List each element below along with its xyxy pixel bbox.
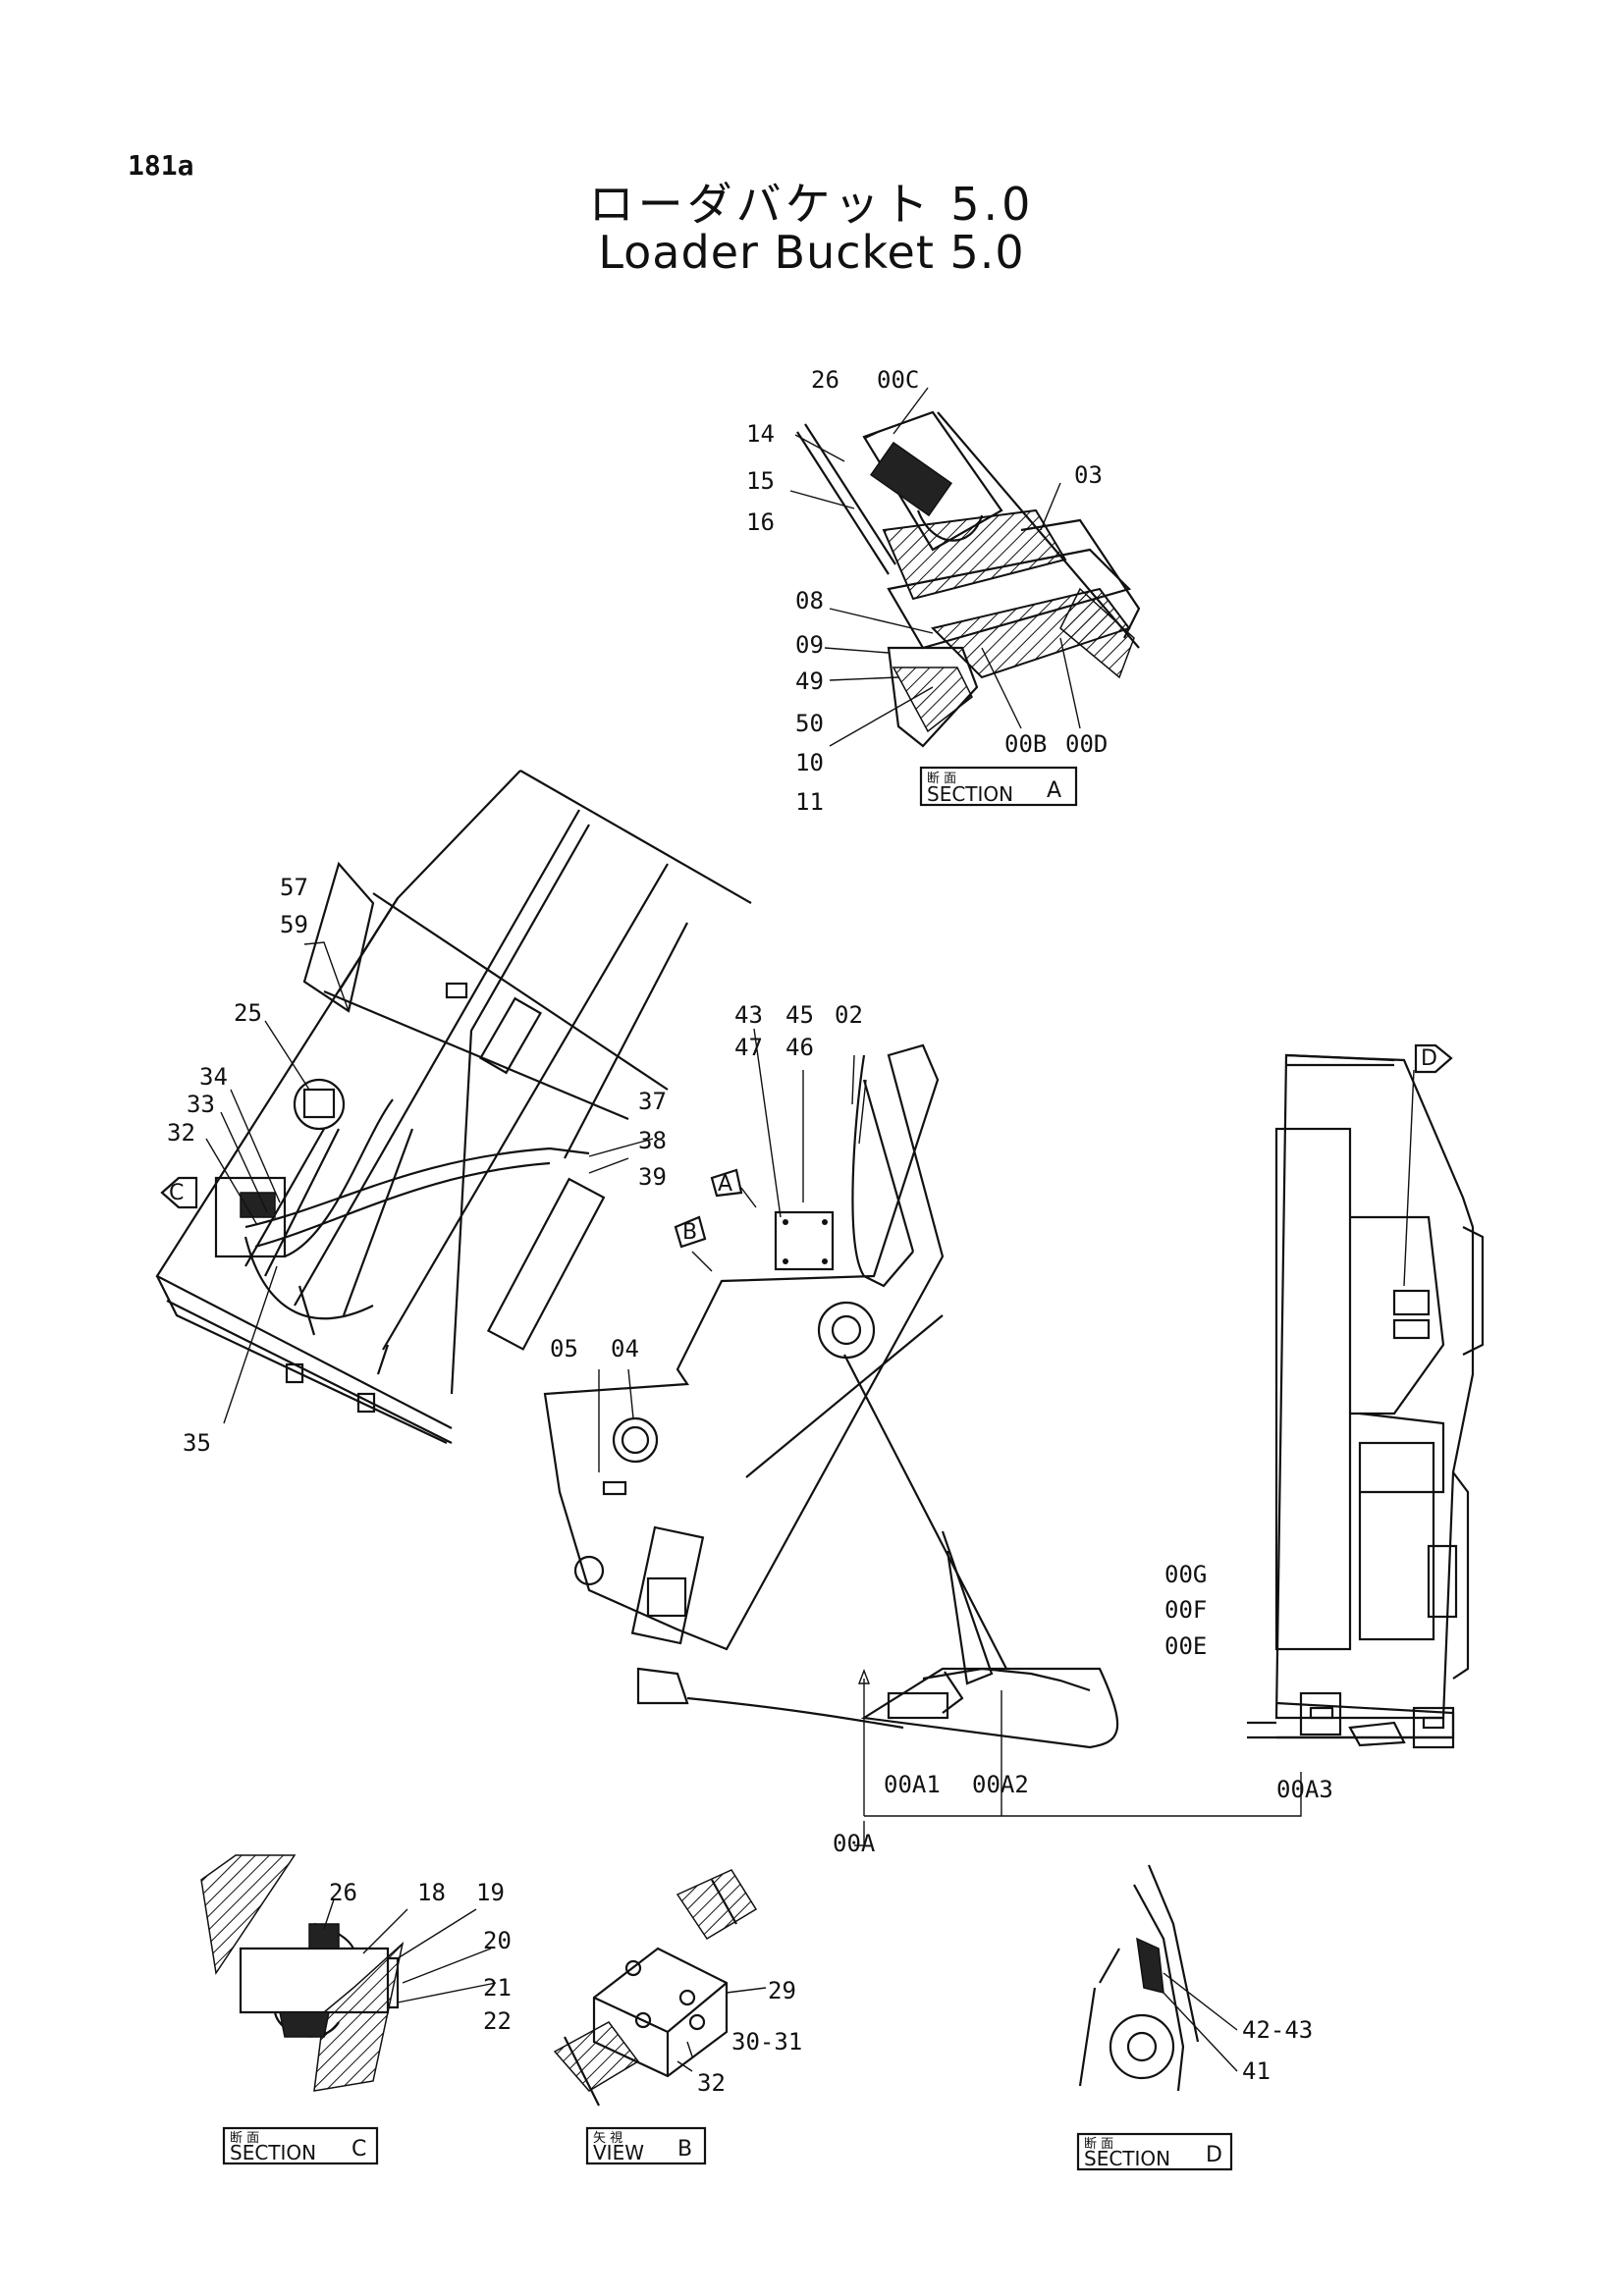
- bucket-body-view: [155, 770, 752, 1444]
- callout-15: 15: [746, 467, 775, 495]
- callout-47: 47: [734, 1034, 763, 1061]
- callout-00d: 00D: [1065, 730, 1108, 758]
- section-a-tag: 断 面 SECTION A: [919, 766, 1078, 807]
- callout-03: 03: [1074, 461, 1103, 489]
- svg-text:断 面: 断 面: [927, 772, 956, 786]
- callout-37: 37: [638, 1088, 667, 1115]
- callout-46: 46: [785, 1034, 814, 1061]
- view-marker-d: D: [1414, 1043, 1453, 1074]
- section-c-tag: 断 面 SECTION C: [222, 2126, 379, 2165]
- callout-43: 43: [734, 1001, 763, 1029]
- callout-10: 10: [795, 749, 824, 776]
- callout-26: 26: [811, 366, 839, 394]
- svg-text:A: A: [1047, 778, 1061, 803]
- callout-45: 45: [785, 1001, 814, 1029]
- callout-14: 14: [746, 420, 775, 448]
- callout-20: 20: [483, 1927, 512, 1954]
- callout-32-view-b: 32: [697, 2069, 726, 2097]
- callout-39: 39: [638, 1163, 667, 1191]
- svg-text:C: C: [352, 2137, 366, 2162]
- callout-21: 21: [483, 1974, 512, 2002]
- callout-42-43: 42-43: [1242, 2016, 1313, 2044]
- svg-text:SECTION: SECTION: [927, 782, 1013, 806]
- title-english: Loader Bucket 5.0: [598, 226, 1025, 279]
- section-c-detail: [200, 1854, 497, 2092]
- callout-16: 16: [746, 508, 775, 536]
- callout-02: 02: [835, 1001, 863, 1029]
- page-number: 181a: [128, 149, 194, 182]
- bucket-side-profile: [543, 1028, 1119, 1749]
- dimension-lines: [854, 1669, 1302, 1846]
- callout-08: 08: [795, 587, 824, 614]
- callout-26-sec-c: 26: [329, 1879, 357, 1906]
- svg-text:SECTION: SECTION: [1084, 2147, 1170, 2170]
- callout-11: 11: [795, 788, 824, 816]
- svg-text:B: B: [682, 1220, 697, 1245]
- section-a-detail: [789, 387, 1141, 748]
- callout-29: 29: [768, 1977, 796, 2004]
- callout-09: 09: [795, 631, 824, 659]
- title-japanese: ローダバケット 5.0: [588, 178, 1035, 231]
- bucket-right-view: [1247, 1053, 1485, 1749]
- callout-00c: 00C: [877, 366, 919, 394]
- callout-35: 35: [183, 1429, 211, 1457]
- callout-04: 04: [611, 1335, 639, 1362]
- callout-05: 05: [550, 1335, 578, 1362]
- view-marker-b: B: [674, 1215, 713, 1272]
- svg-text:D: D: [1206, 2143, 1222, 2167]
- callout-00a3: 00A3: [1276, 1776, 1333, 1803]
- section-d-detail: [1078, 1864, 1238, 2092]
- callout-41: 41: [1242, 2057, 1271, 2085]
- view-b-tag: 矢 視 VIEW B: [585, 2126, 707, 2165]
- svg-text:断 面: 断 面: [1084, 2137, 1113, 2152]
- svg-text:A: A: [718, 1172, 732, 1197]
- callout-00f: 00F: [1164, 1596, 1207, 1624]
- callout-00a1: 00A1: [884, 1771, 941, 1798]
- svg-text:C: C: [169, 1181, 184, 1205]
- callout-22: 22: [483, 2007, 512, 2035]
- svg-text:矢 視: 矢 視: [593, 2131, 622, 2146]
- callout-00b: 00B: [1004, 730, 1047, 758]
- callout-18: 18: [417, 1879, 446, 1906]
- callout-00a2: 00A2: [972, 1771, 1029, 1798]
- svg-text:VIEW: VIEW: [593, 2141, 644, 2164]
- callout-49: 49: [795, 667, 824, 695]
- callout-00a: 00A: [833, 1830, 876, 1857]
- callout-34: 34: [199, 1063, 228, 1091]
- svg-text:断 面: 断 面: [230, 2131, 259, 2146]
- callout-30-31: 30-31: [731, 2028, 802, 2056]
- callout-00e: 00E: [1164, 1632, 1207, 1660]
- section-d-tag: 断 面 SECTION D: [1076, 2132, 1233, 2171]
- svg-text:B: B: [677, 2137, 692, 2162]
- view-marker-a: A: [710, 1168, 757, 1208]
- callout-labels: 26 00C 14 15 16 03 08 09 49 50 10 11 00B…: [167, 366, 1333, 2097]
- svg-text:SECTION: SECTION: [230, 2141, 316, 2164]
- view-marker-c: C: [160, 1176, 198, 1209]
- callout-00g: 00G: [1164, 1561, 1207, 1588]
- callout-38: 38: [638, 1127, 667, 1154]
- callout-57: 57: [280, 874, 308, 901]
- callout-19: 19: [476, 1879, 505, 1906]
- callout-32: 32: [167, 1119, 195, 1147]
- callout-25: 25: [234, 999, 262, 1027]
- view-b-detail: [553, 1869, 767, 2107]
- callout-59: 59: [280, 911, 308, 938]
- callout-33: 33: [187, 1091, 215, 1118]
- callout-50: 50: [795, 710, 824, 737]
- svg-text:D: D: [1421, 1046, 1437, 1071]
